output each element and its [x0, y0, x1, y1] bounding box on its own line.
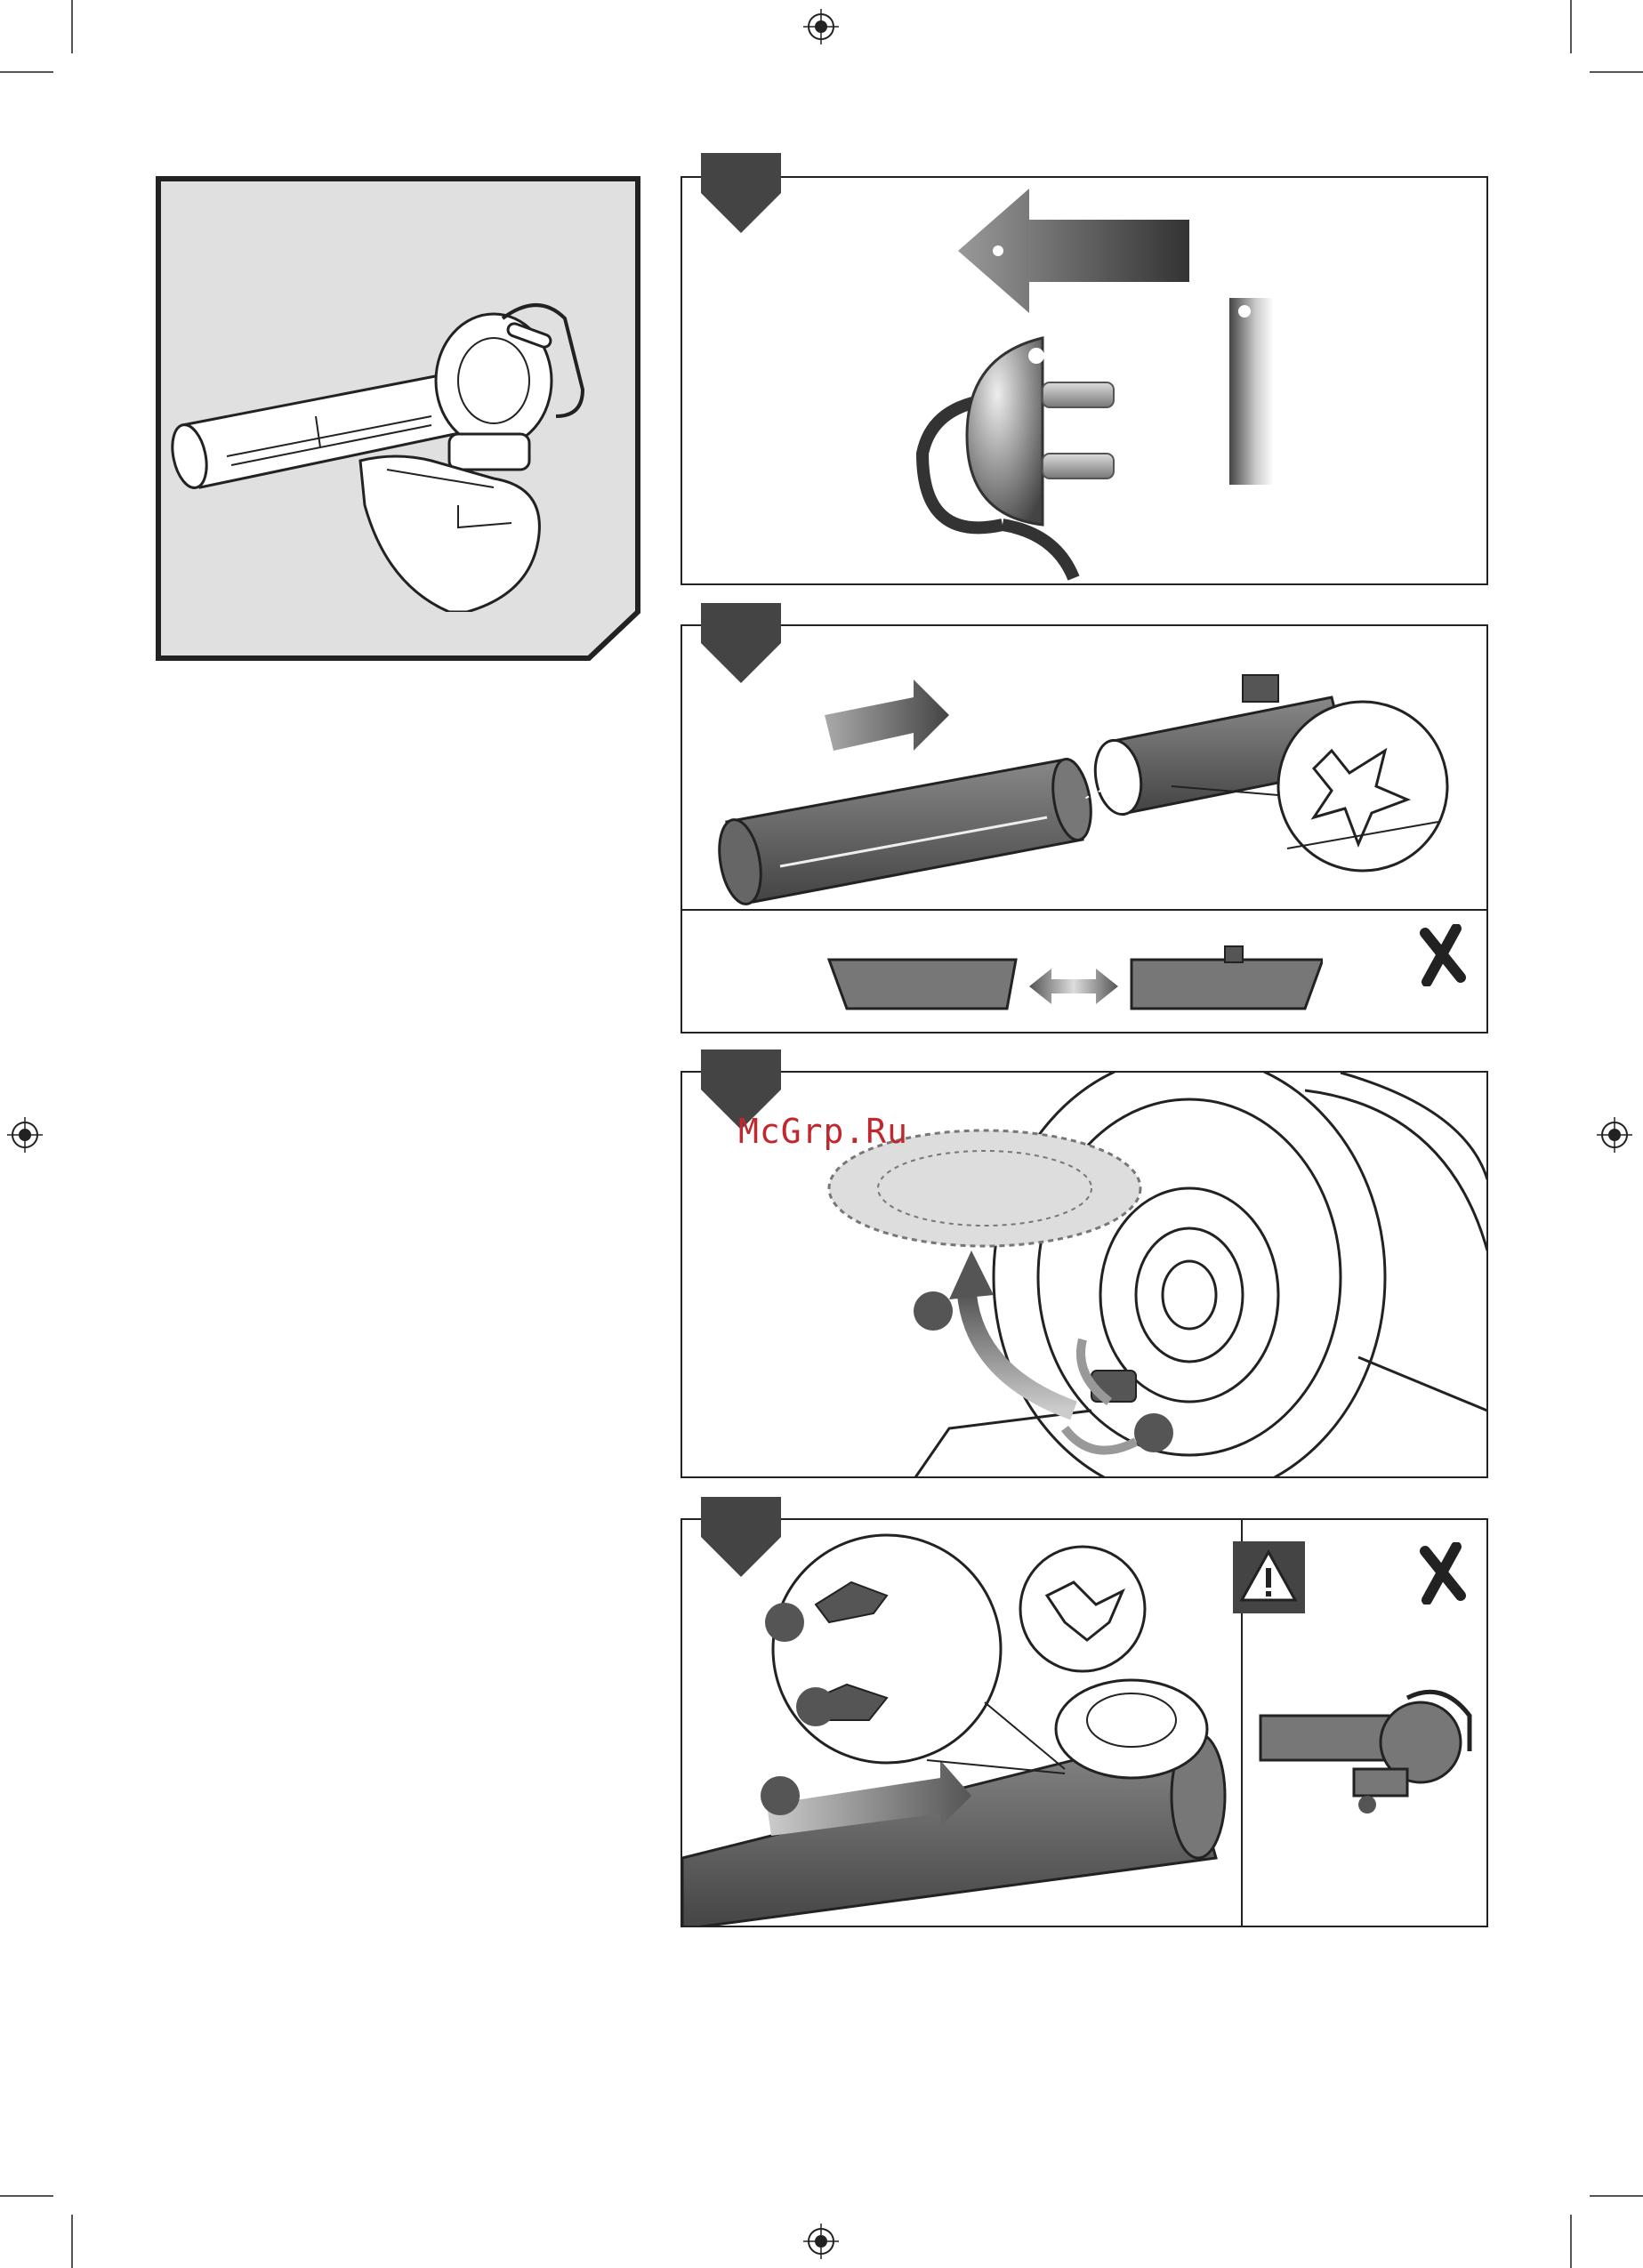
crop-mark: [71, 0, 73, 53]
figure-4-panel: [681, 1518, 1488, 1927]
registration-mark-icon: [1597, 1117, 1632, 1153]
cross-icon: [1416, 924, 1470, 986]
arrow-left-icon: [954, 180, 1203, 322]
rotate-arrow-icon: [914, 1251, 1180, 1464]
blower-wrong-icon: [1256, 1680, 1478, 1822]
crop-mark: [0, 71, 53, 73]
step-tab-icon: [701, 153, 781, 233]
step-tab-icon: [701, 603, 781, 683]
crop-mark: [1570, 2215, 1572, 2268]
crop-mark: [1570, 0, 1572, 53]
cover-panel: [156, 176, 640, 661]
crop-mark: [0, 2195, 53, 2197]
crop-mark: [71, 2215, 73, 2268]
warning-icon: [1231, 1540, 1307, 1615]
socket-icon: [1225, 294, 1278, 489]
figure-2-panel: [681, 624, 1488, 1033]
tube-assembly-icon: [709, 644, 1465, 911]
watermark-text: McGrp.Ru: [738, 1112, 908, 1151]
blower-vacuum-icon: [165, 256, 627, 612]
figure-1-panel: [681, 176, 1488, 585]
power-plug-icon: [896, 311, 1234, 585]
step-tab-icon: [701, 1497, 781, 1577]
registration-mark-icon: [803, 9, 839, 44]
crop-mark: [1590, 71, 1643, 73]
divider-line: [682, 909, 1488, 911]
registration-mark-icon: [7, 1117, 43, 1153]
crop-mark: [1590, 2195, 1643, 2197]
cross-icon: [1416, 1542, 1470, 1604]
wrong-assembly-icon: [825, 924, 1323, 1022]
registration-mark-icon: [803, 2224, 839, 2259]
attach-tube-icon: [682, 1520, 1243, 1927]
